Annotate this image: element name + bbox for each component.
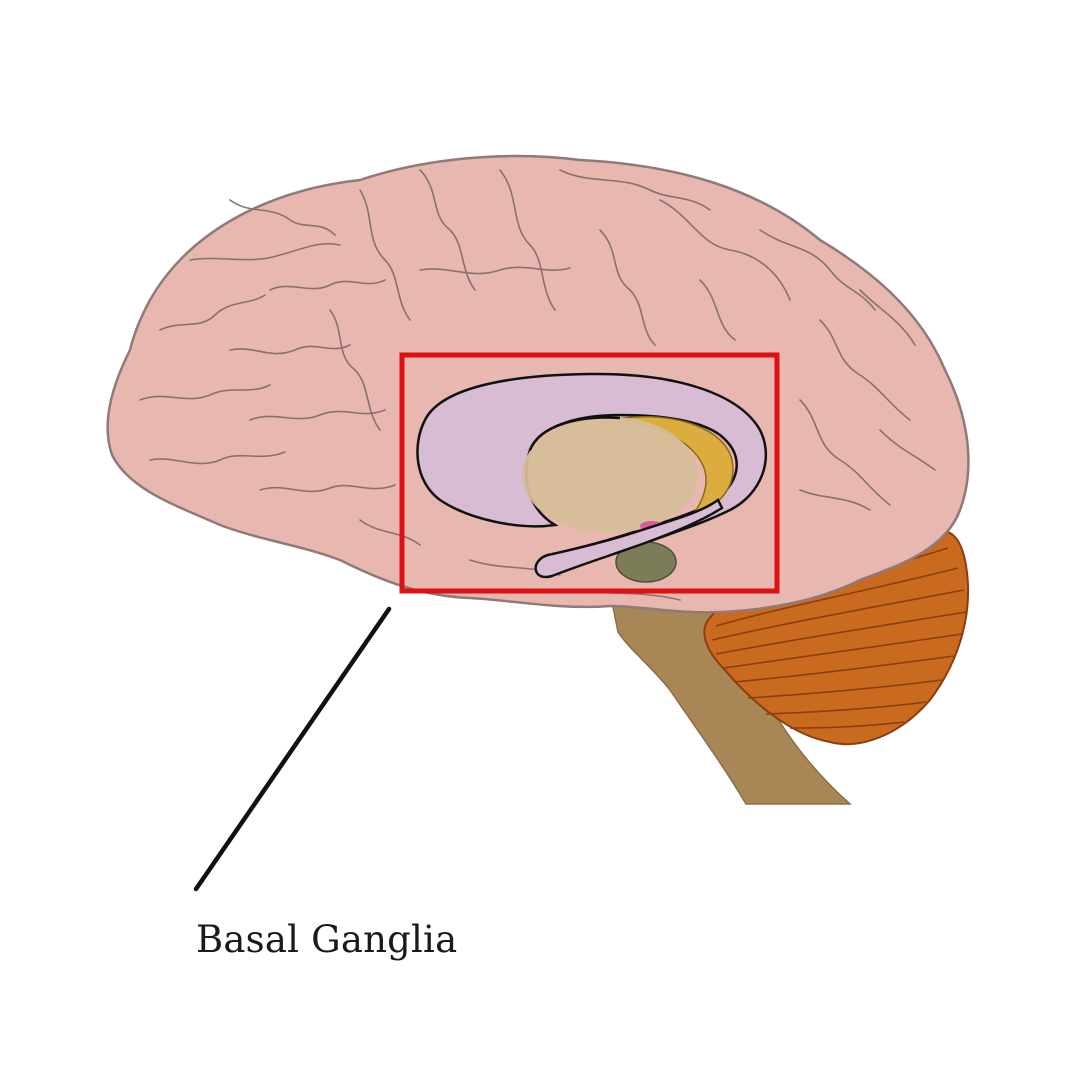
putamen	[522, 417, 698, 533]
cortical-sulci	[139, 169, 936, 601]
basal-ganglia-label: Basal Ganglia	[196, 918, 458, 961]
putamen-edge	[528, 416, 621, 451]
caudate-tail	[534, 498, 724, 579]
basal-ganglia-structures	[416, 372, 768, 583]
highlight-box	[399, 352, 780, 594]
leader-line	[193, 606, 392, 892]
